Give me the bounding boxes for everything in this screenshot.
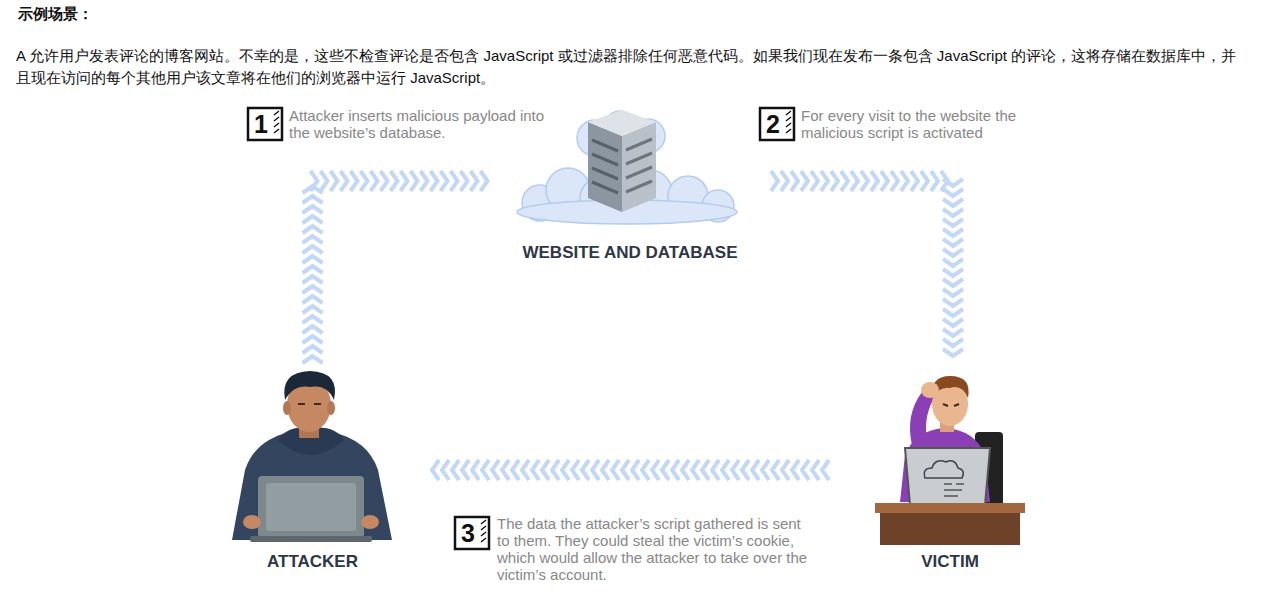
chevron-arrow: [771, 171, 963, 356]
flow-arrow: [770, 171, 963, 364]
callout-number: 3: [455, 517, 481, 549]
callout-number: 2: [760, 108, 786, 140]
flow-arrow: [303, 171, 491, 364]
flow-arrow: [425, 460, 830, 480]
heading: 示例场景：: [18, 4, 93, 24]
node-label: ATTACKER: [225, 552, 400, 572]
step-note: For every visit to the website the malic…: [801, 107, 1051, 141]
figure-node: VICTIM: [870, 372, 1030, 572]
node-label: WEBSITE AND DATABASE: [515, 243, 745, 263]
arrow-route: [770, 181, 953, 364]
figure-node: ATTACKER: [225, 372, 400, 572]
callout-box: [248, 108, 794, 549]
figure-node: WEBSITE AND DATABASE: [515, 105, 745, 263]
arrow-route: [425, 470, 830, 471]
callout-number: 1: [248, 108, 274, 140]
description-text: A 允许用户发表评论的博客网站。不幸的是，这些不检查评论是否包含 JavaScr…: [16, 45, 1251, 89]
chevron-arrow: [303, 171, 488, 363]
node-label: VICTIM: [870, 552, 1030, 572]
attacker-figure: [232, 371, 392, 542]
chevron-arrow: [432, 460, 829, 480]
step-note: The data the attacker’s script gathered …: [497, 515, 815, 583]
callout-hatch: [274, 111, 791, 542]
victim-figure: [875, 376, 1025, 545]
server-illustration: [517, 110, 737, 224]
arrow-route: [313, 181, 491, 364]
step-note: Attacker inserts malicious payload into …: [289, 107, 557, 141]
